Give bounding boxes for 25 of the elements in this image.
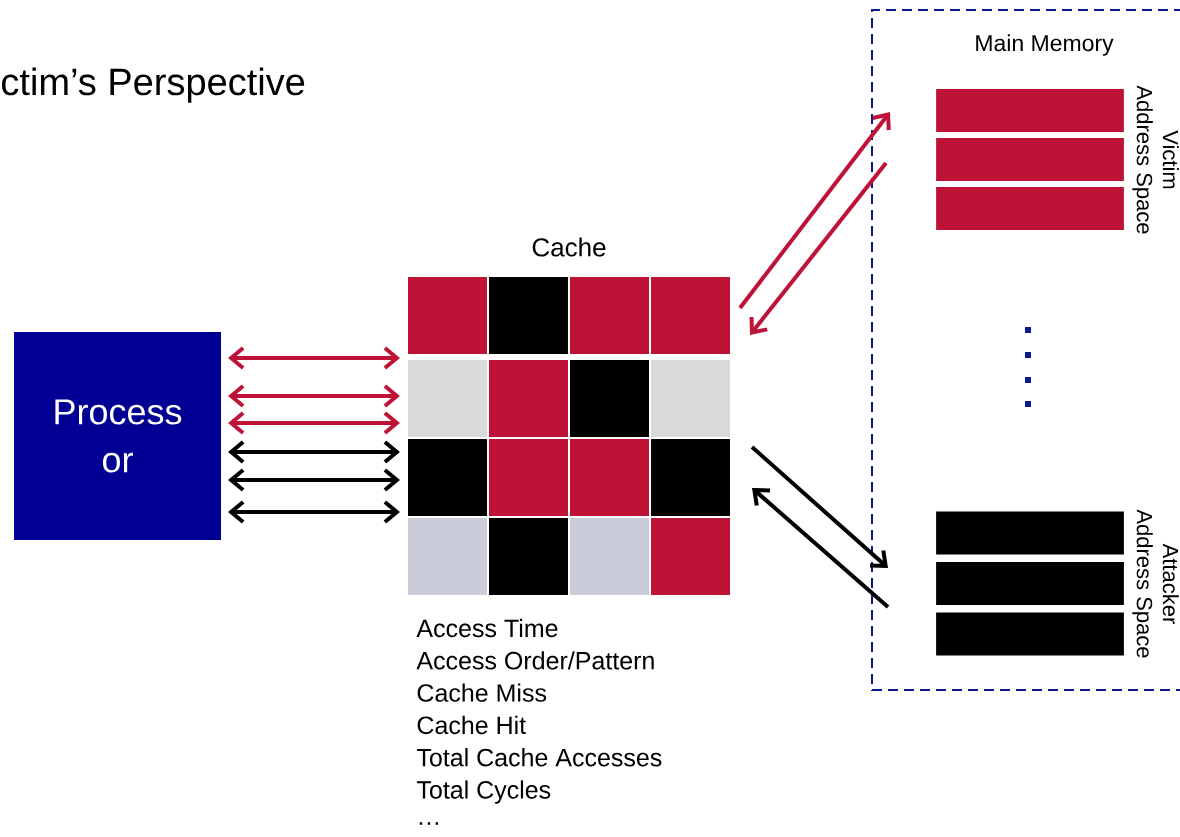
metric-text: Cache Miss — [417, 683, 547, 702]
arrow — [750, 445, 888, 568]
arrow — [228, 411, 400, 435]
cache-grid: Cache — [408, 237, 730, 595]
arrow — [738, 112, 891, 310]
metric-text: Total Cache Accesses — [416, 748, 662, 767]
processor-box: Process or — [14, 332, 221, 540]
metric-text: Access Time — [416, 618, 558, 638]
metric-text: … — [419, 822, 438, 825]
arrow — [228, 440, 400, 464]
arrow — [752, 488, 890, 609]
arrow — [228, 500, 400, 524]
node-label: Attacker Address Space — [1132, 509, 1179, 658]
arrow — [749, 161, 888, 335]
address-space-stack: Victim Address Space — [936, 85, 1179, 234]
slide-title: ctim’s Perspective — [2, 67, 305, 103]
address-space-stack: Attacker Address Space — [936, 509, 1179, 658]
arrow — [228, 384, 400, 408]
metric-text: Total Cycles — [416, 780, 551, 804]
metric-text: Cache Hit — [417, 715, 526, 735]
node-label: Victim Address Space — [1132, 85, 1179, 234]
node-label: Cache — [532, 237, 606, 257]
arrow — [228, 346, 400, 370]
metric-text: Access Order/Pattern — [416, 651, 654, 670]
arrow — [228, 468, 400, 492]
